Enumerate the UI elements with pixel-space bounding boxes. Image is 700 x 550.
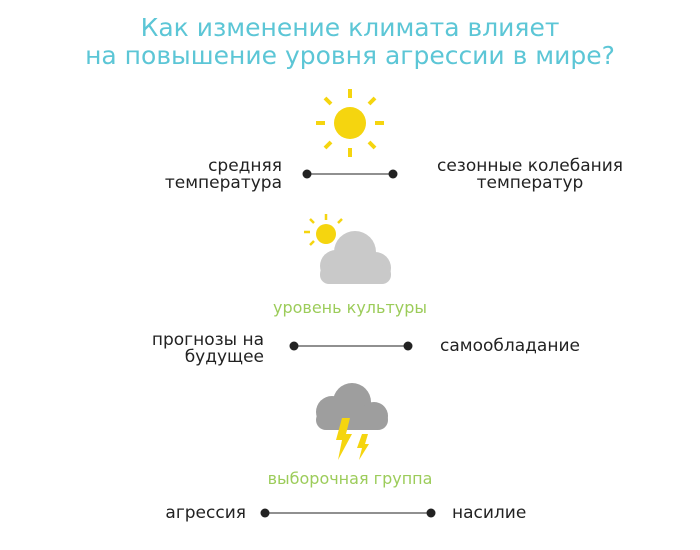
section-3-left-label: агрессия	[165, 503, 246, 523]
connector-dot-right	[388, 169, 398, 179]
section-3-right-label: насилие	[452, 503, 527, 523]
section-2-connector	[289, 341, 413, 351]
section-1-left-label: средняя температура	[164, 156, 282, 193]
connector-dot-left	[289, 341, 299, 351]
title-line-1: Как изменение климата влияет	[140, 13, 560, 42]
lightning-bolt-large	[336, 418, 352, 460]
section-2-caption: уровень культуры	[272, 298, 428, 317]
section-3-connector	[260, 508, 436, 518]
connector-dot-left	[260, 508, 270, 518]
sun-icon	[316, 89, 384, 157]
section-1-connector	[302, 169, 398, 179]
connector-dot-left	[302, 169, 312, 179]
section-1-right-label: сезонные колебания температур	[436, 156, 624, 193]
section-2-right-label: самообладание	[440, 336, 580, 356]
storm-cloud-icon	[316, 383, 388, 460]
page-title: Как изменение климата влияет на повышени…	[0, 14, 700, 70]
connector-dot-right	[426, 508, 436, 518]
section-3-caption: выборочная группа	[267, 469, 433, 488]
title-line-2: на повышение уровня агрессии в мире?	[85, 41, 615, 70]
section-2-left-label: прогнозы на будущее	[151, 330, 264, 367]
connector-dot-right	[403, 341, 413, 351]
lightning-bolt-small	[357, 434, 369, 460]
cloud-sun-icon	[304, 214, 391, 284]
